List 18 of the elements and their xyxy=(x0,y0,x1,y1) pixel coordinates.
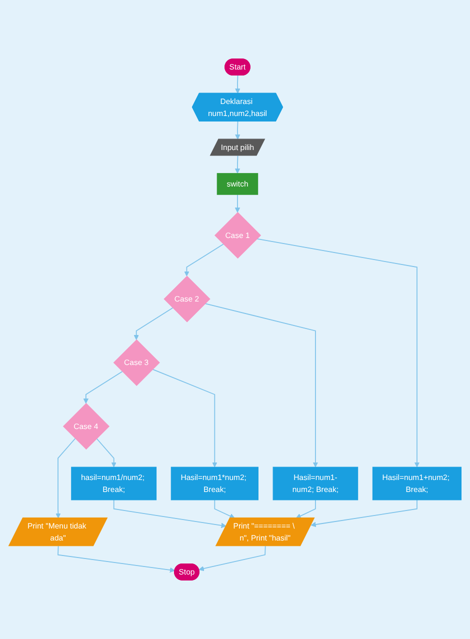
arrow xyxy=(235,75,240,94)
arrow xyxy=(58,546,175,573)
arrow xyxy=(152,368,218,468)
arrow xyxy=(235,121,240,140)
arrow xyxy=(310,499,418,528)
arrow xyxy=(96,438,116,468)
arrow xyxy=(113,499,226,528)
arrow xyxy=(134,307,174,340)
arrow xyxy=(83,371,123,404)
arrow xyxy=(184,244,224,276)
arrow xyxy=(234,155,240,174)
arrow xyxy=(198,546,266,572)
arrow xyxy=(56,438,76,518)
arrow xyxy=(256,238,420,468)
arrow xyxy=(234,194,240,213)
arrow xyxy=(204,303,318,468)
arrow xyxy=(214,499,235,519)
arrow xyxy=(296,499,316,518)
